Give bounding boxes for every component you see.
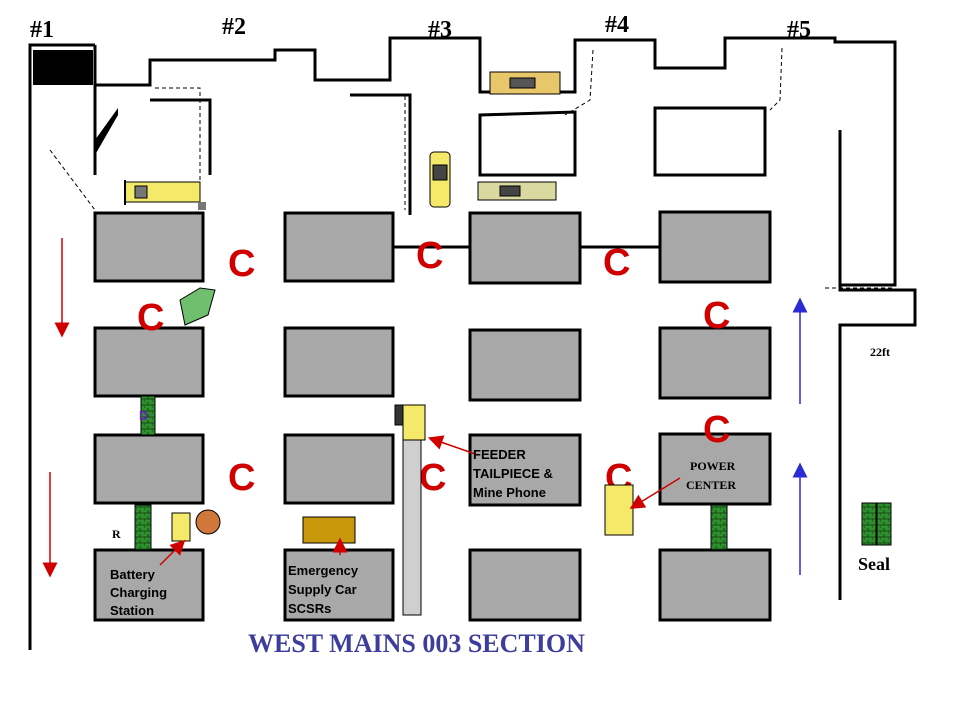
- roof-bolter: [429, 151, 451, 208]
- svg-text:SCSRs: SCSRs: [288, 601, 331, 616]
- rock-dust-icon: [179, 287, 216, 326]
- continuous-miner: [489, 71, 561, 95]
- crosscut-mark: C: [416, 235, 443, 277]
- svg-text:Charging: Charging: [110, 585, 167, 600]
- crosscut-mark: C: [603, 242, 630, 284]
- supply-car-icon: [302, 516, 356, 544]
- entry-label-4: #4: [605, 12, 629, 38]
- feeder-icon: [394, 404, 426, 441]
- seal-label: Seal: [858, 554, 890, 574]
- svg-text:Mine Phone: Mine Phone: [473, 485, 546, 500]
- d-marker: D: [139, 408, 148, 423]
- section-title: WEST MAINS 003 SECTION: [248, 629, 585, 658]
- callout-arrows: [159, 435, 681, 566]
- entry-label-1: #1: [30, 17, 54, 43]
- crosscut-mark: C: [137, 297, 164, 339]
- r-marker: R: [112, 527, 121, 541]
- intake-arrows: [42, 238, 70, 578]
- distance-label: 22ft: [870, 345, 890, 359]
- feeder-label: FEEDER TAILPIECE & Mine Phone: [473, 447, 553, 500]
- svg-text:CENTER: CENTER: [686, 478, 736, 492]
- crosscut-mark: C: [419, 457, 446, 499]
- dashed-lines: [49, 47, 895, 289]
- svg-text:Supply Car: Supply Car: [288, 582, 357, 597]
- corner-wedge: [95, 108, 118, 155]
- power-center-label: POWER CENTER: [686, 459, 736, 492]
- svg-text:Station: Station: [110, 603, 154, 618]
- svg-text:POWER: POWER: [690, 459, 736, 473]
- crosscut-mark: C: [703, 295, 730, 337]
- svg-text:TAILPIECE &: TAILPIECE &: [473, 466, 553, 481]
- svg-text:Battery: Battery: [110, 567, 156, 582]
- crosscut-mark: C: [228, 243, 255, 285]
- battery-label: Battery Charging Station: [110, 567, 167, 618]
- stoppings: [134, 395, 892, 551]
- battery-charger-icon: [171, 509, 221, 542]
- svg-text:FEEDER: FEEDER: [473, 447, 526, 462]
- small-box: [198, 202, 206, 210]
- emergency-label: Emergency Supply Car SCSRs: [288, 563, 359, 616]
- entry-label-2: #2: [222, 14, 246, 40]
- pillars: [93, 210, 772, 622]
- crosscut-mark: C: [703, 409, 730, 451]
- svg-text:Emergency: Emergency: [288, 563, 359, 578]
- crosscut-mark: C: [228, 457, 255, 499]
- shuttle-car-1: [124, 180, 201, 205]
- power-center-icon: [604, 484, 634, 536]
- conveyor-belt: [402, 439, 422, 616]
- corner-block: [33, 50, 93, 85]
- crosscut-marks: C C C C C C C C C: [137, 235, 730, 499]
- shuttle-car-2: [477, 181, 557, 201]
